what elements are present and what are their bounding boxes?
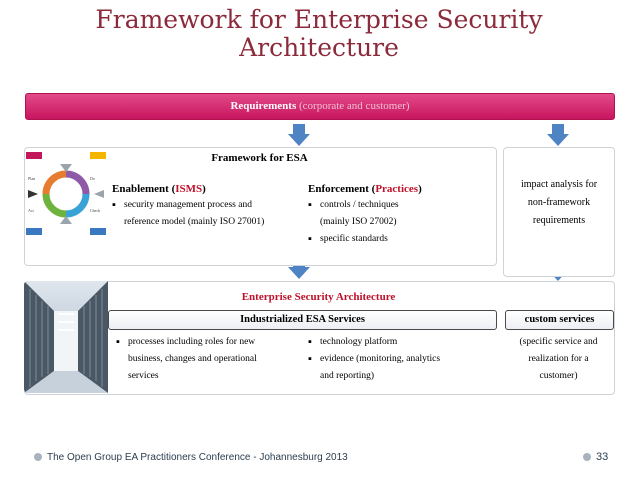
- pdca-corner-block: [90, 152, 106, 159]
- requirements-bar: Requirements (corporate and customer): [25, 93, 615, 120]
- list-item: processes including roles for new busine…: [116, 334, 296, 385]
- list-item: specific standards: [308, 231, 488, 248]
- pdca-label: Act: [28, 208, 35, 213]
- list-item-continued: (mainly ISO 27002): [320, 217, 397, 227]
- requirements-subtext: (corporate and customer): [298, 100, 410, 112]
- industrialized-bullets-1: processes including roles for new busine…: [116, 334, 296, 385]
- pdca-label: Check: [90, 208, 100, 213]
- impact-text: impact analysis for non-framework requir…: [520, 179, 598, 226]
- pdca-corner-block: [26, 228, 42, 235]
- footer: The Open Group EA Practitioners Conferen…: [34, 452, 348, 463]
- down-arrow-icon: [288, 124, 310, 146]
- pdca-cycle-diagram: Plan Do Check Act: [26, 152, 106, 235]
- impact-analysis-panel: impact analysis for non-framework requir…: [503, 147, 615, 277]
- page-number-text: 33: [596, 451, 609, 463]
- industrialized-services-header: Industrialized ESA Services: [108, 310, 497, 330]
- list-item: security management process and: [112, 197, 302, 214]
- enablement-bullets: security management process and referenc…: [112, 197, 302, 231]
- list-item-continued: reference model (mainly ISO 27001): [124, 217, 265, 227]
- pdca-label: Plan: [28, 176, 35, 181]
- custom-services-header: custom services: [505, 310, 614, 330]
- enablement-heading: Enablement (ISMS): [112, 183, 206, 195]
- pdca-label: Do: [90, 176, 95, 181]
- title-line-2: Architecture: [239, 33, 399, 62]
- industrialized-services-title: Industrialized ESA Services: [240, 314, 365, 325]
- title-line-1: Framework for Enterprise Security: [95, 5, 543, 34]
- bullet-dot-icon: [34, 453, 42, 461]
- slide-title: Framework for Enterprise Security Archit…: [0, 6, 638, 62]
- framework-title: Framework for ESA: [211, 152, 308, 164]
- list-item: evidence (monitoring, analytics and repo…: [308, 351, 488, 385]
- bullet-dot-icon: [583, 453, 591, 461]
- enforcement-heading: Enforcement (Practices): [308, 183, 422, 195]
- list-item: technology platform: [308, 334, 488, 351]
- list-item: controls / techniques: [308, 197, 488, 214]
- datacenter-image: [24, 281, 108, 393]
- custom-services-title: custom services: [524, 314, 595, 325]
- industrialized-col-2: technology platform evidence (monitoring…: [308, 334, 488, 385]
- enablement-section: Enablement (ISMS) security management pr…: [112, 183, 302, 231]
- pdca-corner-block: [26, 152, 42, 159]
- enforcement-section: Enforcement (Practices) controls / techn…: [308, 183, 488, 248]
- page-number: 33: [583, 451, 608, 463]
- industrialized-bullets-2: technology platform evidence (monitoring…: [308, 334, 488, 385]
- custom-services-text: (specific service and realization for a …: [519, 337, 598, 381]
- down-arrow-icon: [547, 124, 569, 146]
- industrialized-col-1: processes including roles for new busine…: [116, 334, 296, 385]
- pdca-corner-block: [90, 228, 106, 235]
- architecture-title: Enterprise Security Architecture: [241, 291, 396, 303]
- enforcement-bullets: controls / techniques (mainly ISO 27002)…: [308, 197, 488, 248]
- footer-text: The Open Group EA Practitioners Conferen…: [47, 452, 348, 463]
- requirements-label: Requirements: [230, 100, 297, 112]
